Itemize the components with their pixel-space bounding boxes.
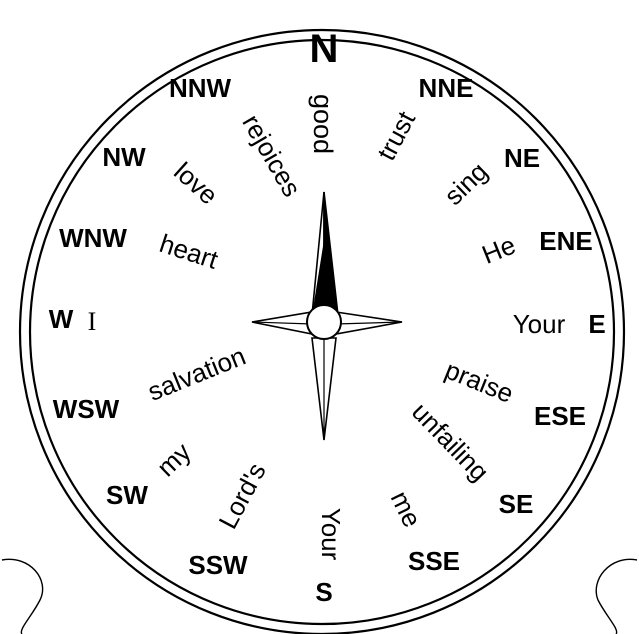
dir-w: W — [49, 304, 74, 334]
right-flourish — [596, 559, 637, 634]
dir-nne: NNE — [419, 73, 474, 103]
dir-ne: NE — [504, 143, 540, 173]
dir-sse: SSE — [408, 546, 460, 576]
dir-wnw: WNW — [59, 223, 127, 253]
dir-nw: NW — [102, 142, 146, 172]
word-your-e: Your — [513, 309, 566, 339]
word-your-s: Your — [316, 508, 346, 561]
dir-se: SE — [499, 489, 534, 519]
dir-ssw: SSW — [188, 550, 248, 580]
dir-sw: SW — [106, 480, 148, 510]
dir-n: N — [310, 27, 339, 71]
left-flourish — [2, 559, 43, 634]
dir-e: E — [588, 309, 605, 339]
dir-wsw: WSW — [53, 394, 120, 424]
word-good: good — [308, 94, 338, 154]
dir-ene: ENE — [539, 226, 592, 256]
dir-ese: ESE — [534, 401, 586, 431]
needle-hub — [307, 305, 341, 339]
dir-nnw: NNW — [169, 73, 232, 103]
dir-s: S — [315, 577, 332, 607]
word-i: I — [88, 307, 97, 336]
